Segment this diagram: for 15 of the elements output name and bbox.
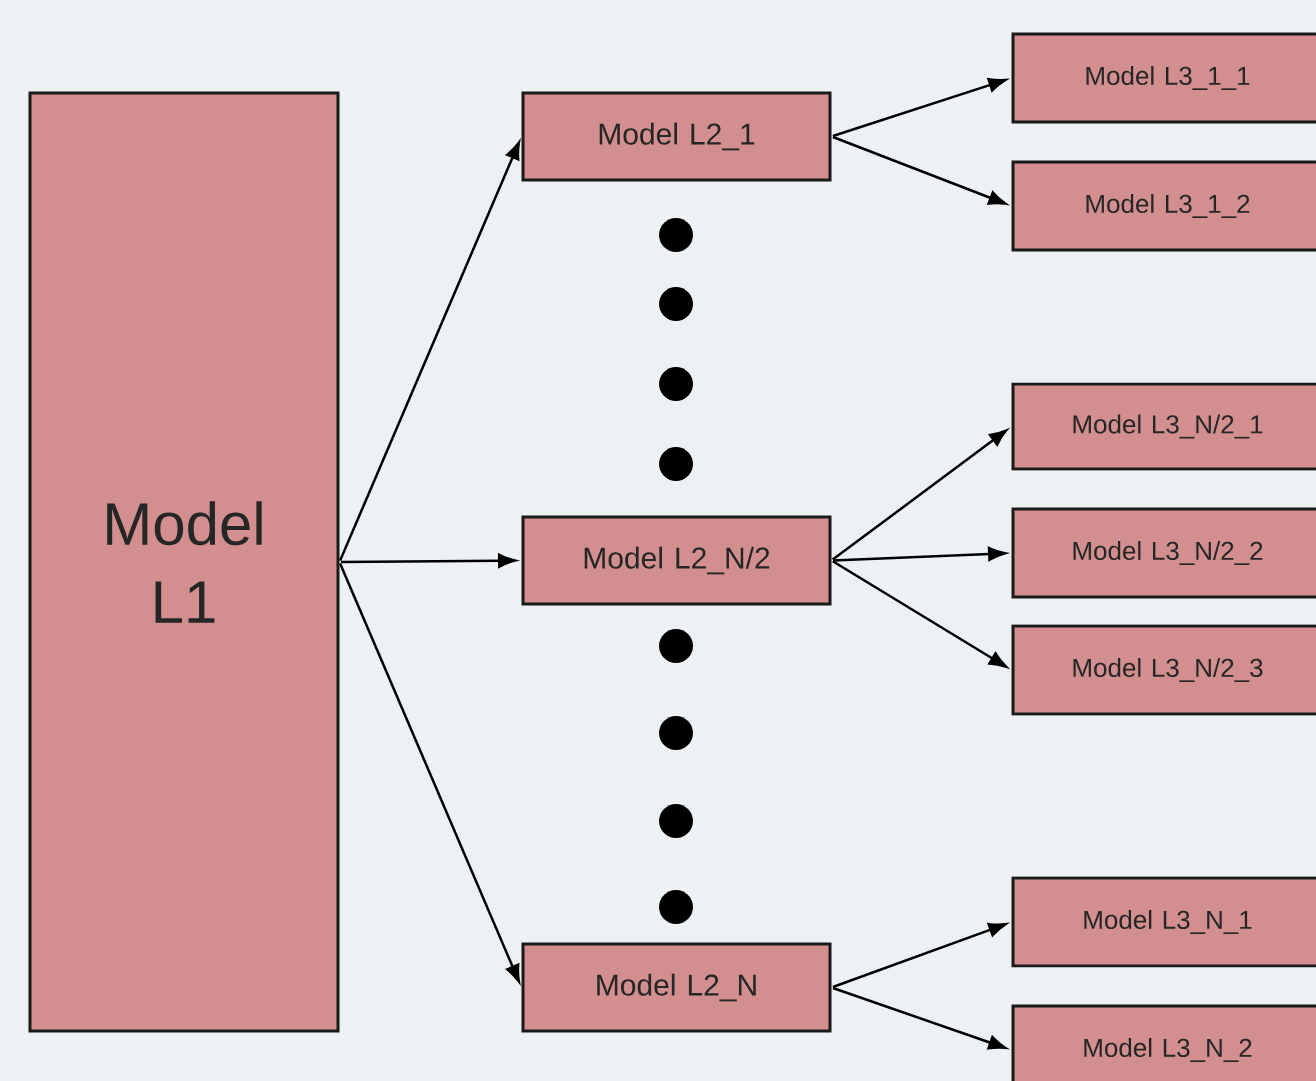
model-box: Model L3_N_1 bbox=[1011, 876, 1316, 968]
arrow bbox=[831, 429, 1008, 561]
model-box: Model L2_N/2 bbox=[521, 515, 832, 606]
model-box: Model L3_N/2_2 bbox=[1011, 507, 1316, 599]
arrow bbox=[832, 986, 1007, 1050]
model-box: Model L3_N/2_1 bbox=[1011, 382, 1316, 471]
model-box: Model L3_1_2 bbox=[1011, 160, 1316, 252]
model-box: Model L3_N/2_3 bbox=[1011, 624, 1316, 716]
model-box: Model L3_1_1 bbox=[1011, 32, 1316, 124]
arrow bbox=[832, 922, 1007, 989]
model-box: Model L2_N bbox=[521, 942, 832, 1033]
model-box: Model L3_N_2 bbox=[1011, 1004, 1316, 1081]
model-box: Model L1 bbox=[28, 91, 340, 1033]
model-box: Model L2_1 bbox=[521, 91, 832, 182]
arrow bbox=[832, 135, 1007, 205]
